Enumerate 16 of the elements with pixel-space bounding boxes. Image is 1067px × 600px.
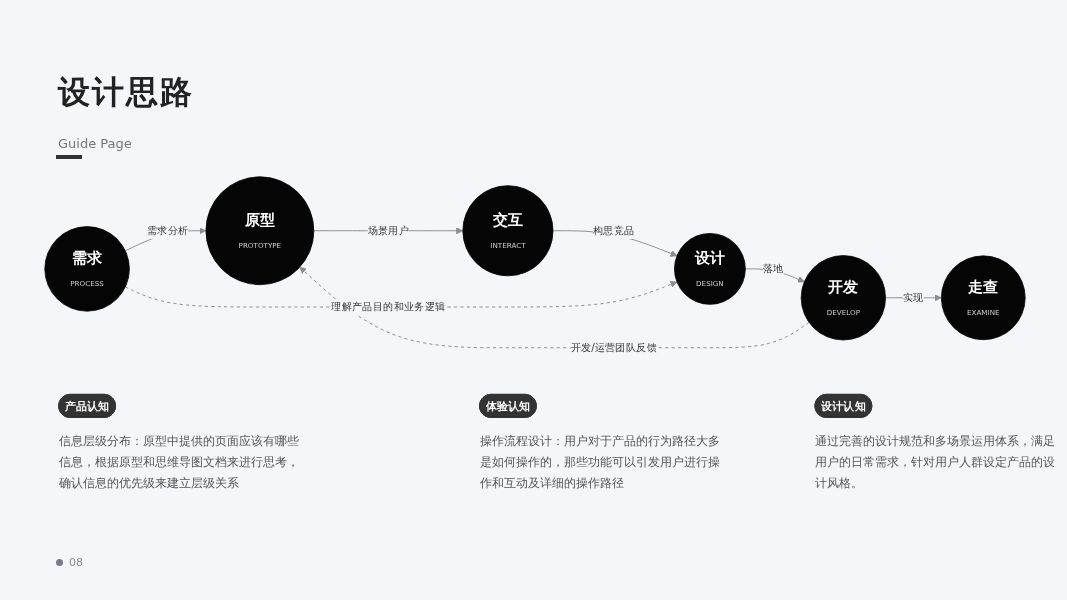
edge-label: 理解产品目的和业务逻辑 <box>331 299 446 315</box>
edge-label: 需求分析 <box>146 223 189 239</box>
description-text: 信息层级分布：原型中提供的页面应该有哪些信息，根据原型和思维导图文档来进行思考，确认信息的优先级来建立层级关系 <box>58 433 299 493</box>
description-text: 通过完善的设计规范和多场景运用体系，满足用户的日常需求，针对用户人群设定产品的设计风格。 <box>815 433 1055 493</box>
edge-label: 开发/运营团队反馈 <box>570 340 657 356</box>
page-number: 08 <box>69 556 83 569</box>
page-title: 设计思路 <box>58 74 194 111</box>
subtitle: Guide Page <box>58 135 132 151</box>
edge-label: 落地 <box>762 261 784 277</box>
category-pill: 体验认知 <box>479 394 537 418</box>
edge-label: 场景用户 <box>367 223 410 239</box>
description-text: 操作流程设计：用户对于产品的行为路径大多是如何操作的，那些功能可以引发用户进行操作和互动及详细的操作路径 <box>479 433 720 493</box>
edge-label: 实现 <box>903 290 924 306</box>
category-pill: 产品认知 <box>58 394 116 418</box>
edge-label: 构思竞品 <box>593 223 635 239</box>
category-pill: 设计认知 <box>814 394 873 418</box>
